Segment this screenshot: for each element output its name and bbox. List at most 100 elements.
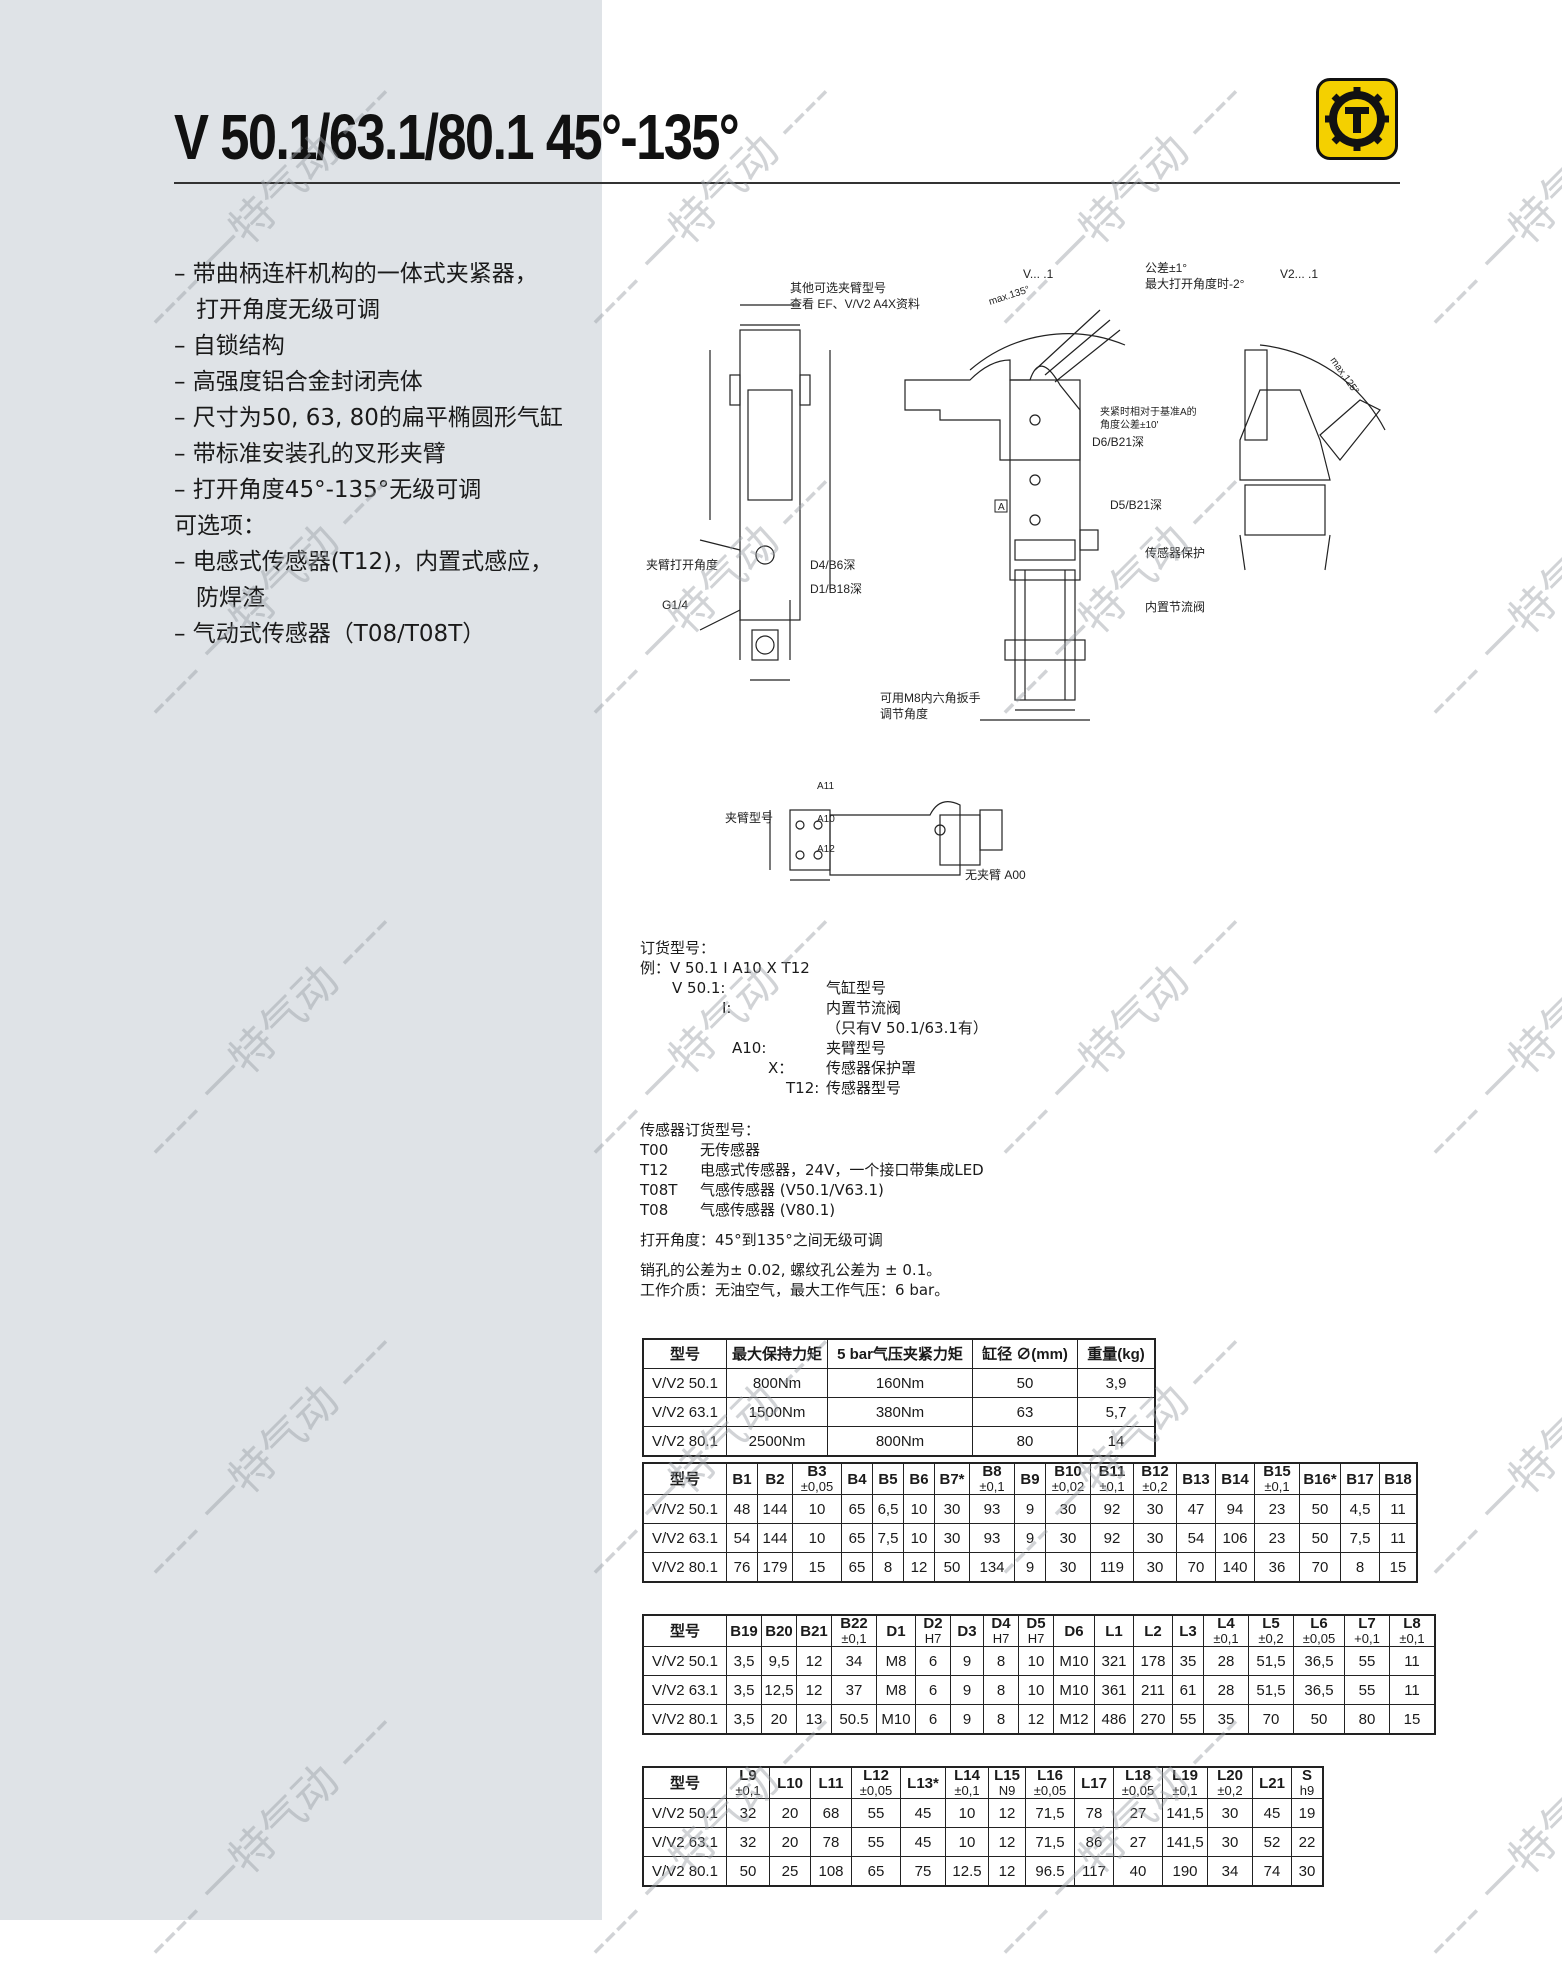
table-cell: 160Nm [827,1368,973,1398]
header-tolerance: ±0,1 [1213,1631,1239,1646]
header-label: D6 [1064,1622,1084,1640]
sensor-heading: 传感器订货型号： [640,1121,761,1139]
table-header-cell: B2 [757,1462,793,1495]
table-cell: 30 [1207,1798,1253,1828]
table-cell: 70 [1299,1552,1341,1583]
table-cell: 22 [1291,1827,1324,1857]
table-cell: 8 [1340,1552,1380,1583]
header-label: L3 [1179,1622,1197,1640]
header-label: L16 [1037,1767,1063,1784]
header-tolerance: H7 [1027,1631,1045,1646]
table-cell: 8 [983,1675,1019,1705]
table-cell: 23 [1254,1494,1300,1524]
header-tolerance: ±0,1 [841,1631,867,1646]
label-d6: D6/B21深 [1092,435,1144,449]
header-tolerance: ±0,05 [1302,1631,1336,1646]
table-cell: 12 [988,1856,1026,1887]
table-cell: 800Nm [726,1368,828,1398]
table-cell: 11 [1379,1523,1418,1553]
label-clamp-angle-tol: 角度公差±10' [1100,418,1159,431]
table-header-cell: B11±0,1 [1090,1462,1134,1495]
technical-drawing: 其他可选夹臂型号 查看 EF、V/V2 A4X资料 V... .1 V2... … [646,261,1386,882]
table-cell: 70 [1176,1552,1216,1583]
order-desc: 内置节流阀 [826,999,902,1017]
table-cell: 55 [1172,1704,1204,1735]
header-label: B14 [1221,1470,1249,1488]
table-header-cell: L18±0,05 [1113,1766,1163,1799]
table-cell: 6 [915,1704,951,1735]
table-header-cell: L19±0,1 [1162,1766,1208,1799]
header-label: 型号 [669,1774,700,1792]
table-cell: 75 [900,1856,946,1887]
table-cell: 71,5 [1025,1798,1075,1828]
table-header-cell: 型号 [642,1338,727,1369]
header-label: B13 [1182,1470,1210,1488]
header-label: L4 [1217,1615,1235,1632]
table-cell: 12 [796,1675,832,1705]
table-header-cell: 5 bar气压夹紧力矩 [827,1338,973,1369]
label-arm-options-ref: 查看 EF、V/V2 A4X资料 [790,297,920,311]
table-cell: 55 [851,1827,901,1857]
table-header-cell: B20 [761,1614,797,1647]
table-cell: 380Nm [827,1397,973,1427]
label-tolerance: 公差±1° [1145,261,1187,275]
table-cell: 30 [1133,1523,1177,1553]
header-label: B17 [1346,1470,1374,1488]
table-cell: 7,5 [1340,1523,1380,1553]
label-v: V... .1 [1023,267,1054,281]
table-header-cell: L8±0,1 [1389,1614,1436,1647]
table-header-cell: D1 [876,1614,916,1647]
table-header-cell: B5 [872,1462,904,1495]
side-view-arm [904,359,1081,461]
table-cell: 106 [1215,1523,1255,1553]
table-cell: 25 [769,1856,811,1887]
table-cell: 321 [1094,1646,1134,1676]
header-label: L20 [1217,1767,1243,1784]
table-cell: 10 [792,1523,842,1553]
table-header-cell: B16* [1299,1462,1341,1495]
table-cell: 190 [1162,1856,1208,1887]
table-cell: 93 [969,1523,1015,1553]
table-cell: 15 [1389,1704,1436,1735]
table-cell: 1500Nm [726,1397,828,1427]
table-cell: 50 [726,1856,770,1887]
table-cell: 14 [1077,1426,1156,1457]
table-header-cell: B18 [1379,1462,1418,1495]
table-cell: 10 [792,1494,842,1524]
table-cell: 3,5 [726,1646,762,1676]
table-header-cell: L7+0,1 [1344,1614,1390,1647]
table-cell: 8 [872,1552,904,1583]
label-ref-a: A [998,502,1005,513]
table-cell: 144 [757,1494,793,1524]
table-header-cell: B3±0,05 [792,1462,842,1495]
table-cell: 7,5 [872,1523,904,1553]
table-header-cell: B10±0,02 [1045,1462,1091,1495]
sensor-desc: 电感式传感器，24V，一个接口带集成LED [700,1161,984,1179]
sensor-desc: 气感传感器 (V80.1) [700,1201,836,1219]
header-label: B3 [807,1463,827,1480]
table-header-cell: B21 [796,1614,832,1647]
sensor-code: T00 [640,1141,669,1159]
table-header-cell: B14 [1215,1462,1255,1495]
sensor-desc: 气感传感器 (V50.1/V63.1) [700,1181,884,1199]
table-header-cell: L1 [1094,1614,1134,1647]
table-cell: 80 [1344,1704,1390,1735]
table-cell: M12 [1053,1704,1095,1735]
table-header-cell: B4 [841,1462,873,1495]
header-label: L13* [907,1774,939,1792]
table-cell: 51,5 [1248,1675,1294,1705]
table-header-cell: B1 [726,1462,758,1495]
table-cell: V/V2 50.1 [642,1368,727,1398]
header-label: L21 [1259,1774,1285,1792]
table-cell: 134 [969,1552,1015,1583]
table-cell: 9 [950,1675,984,1705]
table-cell: 117 [1074,1856,1114,1887]
feature-item: 可选项： [174,513,266,539]
header-tolerance: ±0,1 [1399,1631,1425,1646]
table-header-cell: L2 [1133,1614,1173,1647]
table-cell: V/V2 80.1 [642,1856,727,1887]
feature-item: – 尺寸为50, 63, 80的扁平椭圆形气缸 [174,405,563,431]
table-cell: M8 [876,1646,916,1676]
